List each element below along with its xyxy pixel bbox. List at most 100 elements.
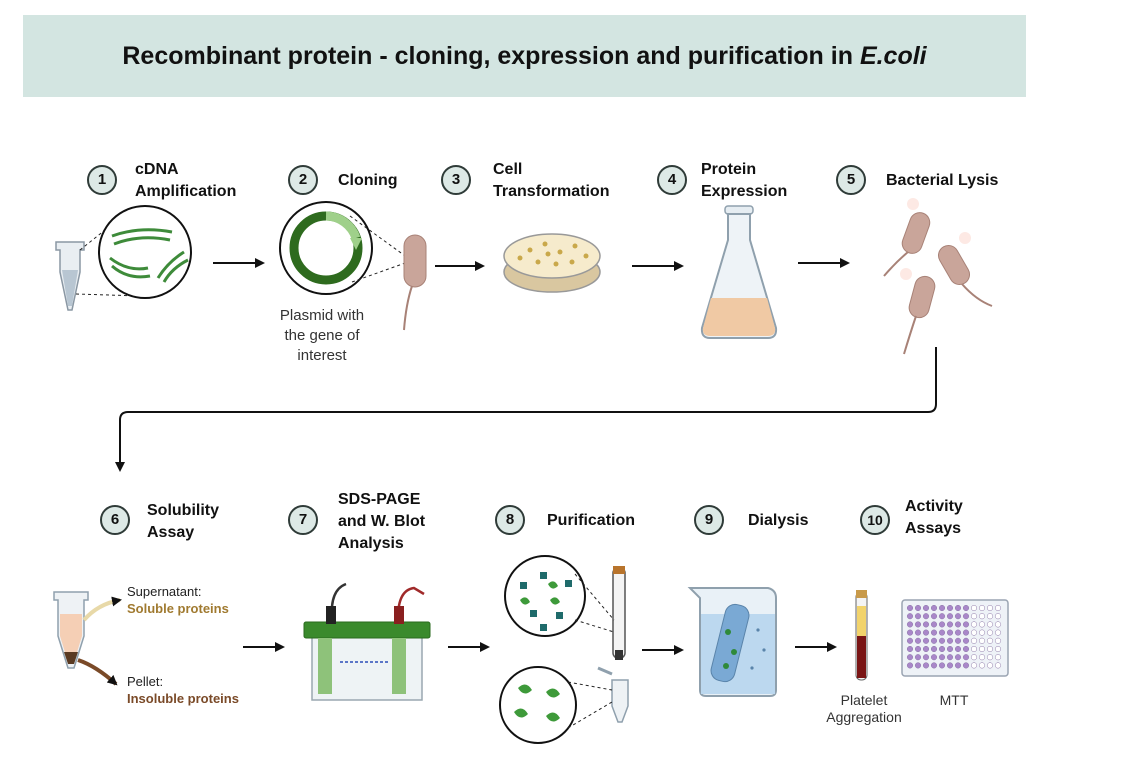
plate-well (930, 637, 938, 644)
plate-well (970, 621, 978, 628)
plate-well (938, 613, 946, 620)
centrifuge-tube-icon (53, 591, 89, 669)
plate-well (914, 637, 922, 644)
plate-well (914, 604, 922, 612)
plate-well (930, 621, 938, 628)
step-9-number: 9 (694, 505, 724, 535)
plate-well (978, 621, 986, 628)
eppendorf-tube-icon (55, 241, 85, 311)
plate-well (970, 629, 978, 636)
plate-well (938, 621, 946, 628)
plate-well (946, 604, 954, 612)
purified-protein-icon (514, 684, 560, 722)
plate-well (970, 645, 978, 653)
plate-well (946, 629, 954, 636)
plate-well (938, 637, 946, 644)
plate-well (994, 613, 1002, 620)
plate-well (962, 629, 970, 636)
plate-well (986, 645, 994, 653)
plate-well (978, 637, 986, 644)
protein-beads-icon (520, 572, 572, 631)
plate-well (930, 662, 938, 669)
plasmid-caption: Plasmid with the gene of interest (279, 307, 365, 364)
step-3-number: 3 (441, 165, 471, 195)
plate-well (986, 629, 994, 636)
plate-well (930, 613, 938, 620)
bacterium-icon (403, 234, 427, 331)
step-7-label: SDS-PAGE and W. Blot Analysis (338, 491, 426, 552)
eluate-zoom-circle (499, 666, 577, 744)
plate-well (938, 662, 946, 669)
plate-well (906, 613, 914, 620)
plasmid-icon (289, 211, 363, 285)
plate-well (994, 645, 1002, 653)
plate-well (978, 654, 986, 661)
plate-well (994, 654, 1002, 661)
petri-dish-icon (503, 233, 601, 293)
step-10-number: 10 (860, 505, 890, 535)
plate-well (946, 654, 954, 661)
step-9-label: Dialysis (748, 512, 809, 529)
plate-well (986, 654, 994, 661)
plate-well (954, 613, 962, 620)
plate-well (914, 621, 922, 628)
plate-well (970, 604, 978, 612)
plate-well (922, 662, 930, 669)
title-organism: E.coli (859, 42, 927, 70)
step-3-label: Cell Transformation (493, 161, 610, 200)
plate-well (954, 645, 962, 653)
plate-well (946, 621, 954, 628)
plate-well (906, 662, 914, 669)
step-4-number: 4 (657, 165, 687, 195)
plate-well (914, 662, 922, 669)
step-2-label: Cloning (338, 172, 398, 189)
well-plate-icon (901, 599, 1009, 677)
plate-well (962, 654, 970, 661)
plate-well (946, 637, 954, 644)
plate-well (994, 662, 1002, 669)
step-7-number: 7 (288, 505, 318, 535)
column-zoom-circle (504, 555, 586, 637)
step-4-label: Protein Expression (701, 161, 788, 200)
plate-well (930, 604, 938, 612)
step-2-number: 2 (288, 165, 318, 195)
plate-well (914, 613, 922, 620)
plate-well (962, 637, 970, 644)
plate-well (930, 654, 938, 661)
electrophoresis-tank-icon (303, 582, 431, 701)
plate-well (906, 604, 914, 612)
plate-well (946, 662, 954, 669)
plate-well (906, 637, 914, 644)
plate-well (922, 637, 930, 644)
plate-well (914, 654, 922, 661)
plate-well (994, 621, 1002, 628)
plate-well (946, 613, 954, 620)
supernatant-label: Supernatant: (127, 584, 202, 599)
plate-well (954, 604, 962, 612)
plate-well (978, 662, 986, 669)
title-text: Recombinant protein - cloning, expressio… (122, 42, 860, 70)
plate-well (978, 604, 986, 612)
pellet-label: Pellet: (127, 674, 164, 689)
plate-well (954, 654, 962, 661)
plate-well (970, 637, 978, 644)
step-1-label: cDNA Amplification (135, 161, 237, 200)
plate-well (922, 654, 930, 661)
plate-well (938, 654, 946, 661)
title-banner: Recombinant protein - cloning, expressio… (23, 15, 1026, 97)
plate-well (962, 613, 970, 620)
lysed-bacteria-icon (883, 198, 993, 355)
plate-well (914, 645, 922, 653)
plate-well (962, 662, 970, 669)
plate-well (914, 629, 922, 636)
plate-well (922, 621, 930, 628)
plate-well (962, 645, 970, 653)
step-6-number: 6 (100, 505, 130, 535)
plate-well (906, 621, 914, 628)
plate-well (922, 604, 930, 612)
blood-tube-icon (855, 590, 868, 681)
plate-well (986, 662, 994, 669)
plate-well (930, 645, 938, 653)
plate-well (954, 637, 962, 644)
